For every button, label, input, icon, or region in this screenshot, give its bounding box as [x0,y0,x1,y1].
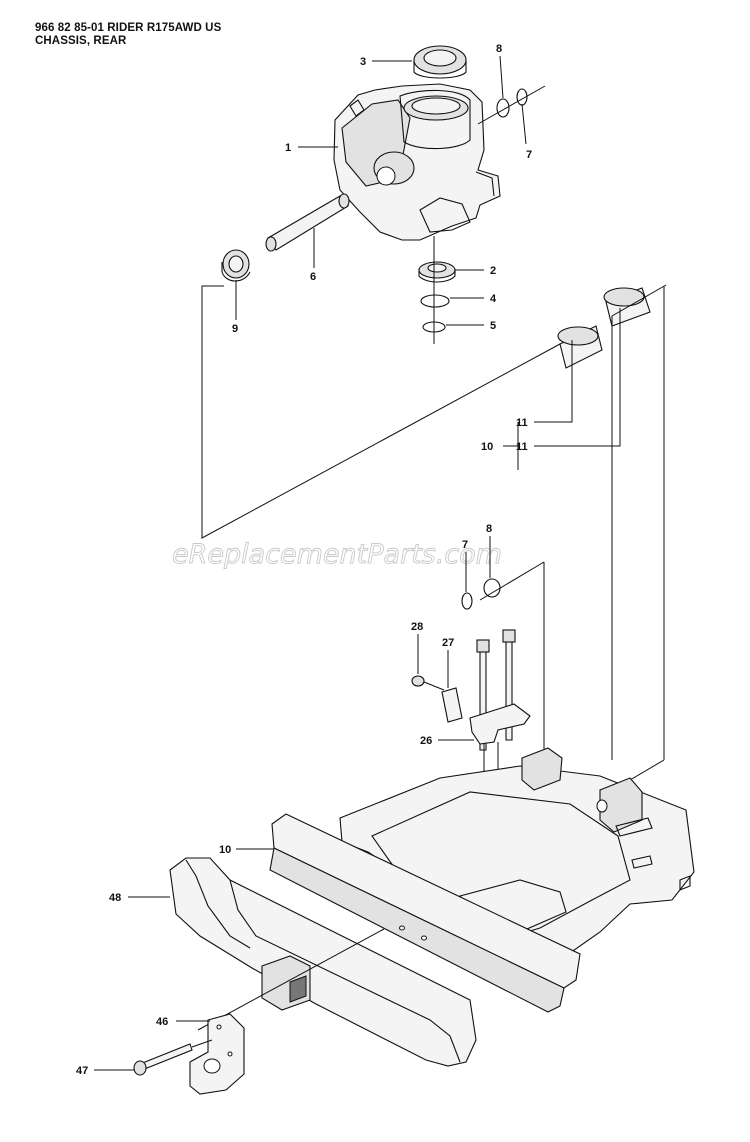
callout-11-a: 11 [516,417,528,429]
assembly-lines [201,284,667,824]
part-10-bumper [269,813,581,1013]
part-3-seal [413,45,467,79]
part-9-bushing [221,249,251,282]
callout-10-lower: 10 [219,844,231,856]
callout-7-upper: 7 [526,149,532,161]
callout-26: 26 [420,735,432,747]
part-11-bushing-a [557,325,603,369]
callout-3: 3 [360,56,366,68]
callout-numbers: 3 8 1 7 6 2 4 9 5 11 10 11 7 8 28 27 26 … [76,43,532,1077]
callout-47: 47 [76,1065,88,1077]
part-6-shaft [265,193,350,252]
part-28-screw [411,675,445,691]
leaders-11-10 [503,308,621,470]
callout-27: 27 [442,637,454,649]
callout-28: 28 [411,621,423,633]
part-27-bracket [441,687,463,723]
part-8-washer-upper [496,98,510,118]
part-4-circlip [420,294,450,308]
gear-housing [333,83,501,241]
callout-48: 48 [109,892,121,904]
callout-8-upper: 8 [496,43,502,55]
header-title: 966 82 85-01 RIDER R175AWD US [35,22,222,34]
header-subtitle: CHASSIS, REAR [35,35,127,47]
part-47-bolt [133,1043,193,1076]
callout-5: 5 [490,320,496,332]
callout-7-lower: 7 [462,539,468,551]
part-46-hitch [189,1013,245,1095]
callout-4: 4 [490,293,497,305]
callout-6: 6 [310,271,316,283]
callout-leaders [94,55,527,1071]
callout-2: 2 [490,265,496,277]
part-2-bearing [418,261,456,283]
part-8-washer-lower [483,578,501,598]
part-7-clip-lower [461,592,473,610]
callout-1: 1 [285,142,291,154]
callout-46: 46 [156,1016,168,1028]
callout-11-b: 11 [516,441,528,453]
callout-8-lower: 8 [486,523,492,535]
callout-10-upper: 10 [481,441,493,453]
part-26-bracket [469,703,531,745]
rear-frame [339,747,695,961]
watermark-text: eReplacementParts.com [172,539,502,570]
callout-9: 9 [232,323,238,335]
